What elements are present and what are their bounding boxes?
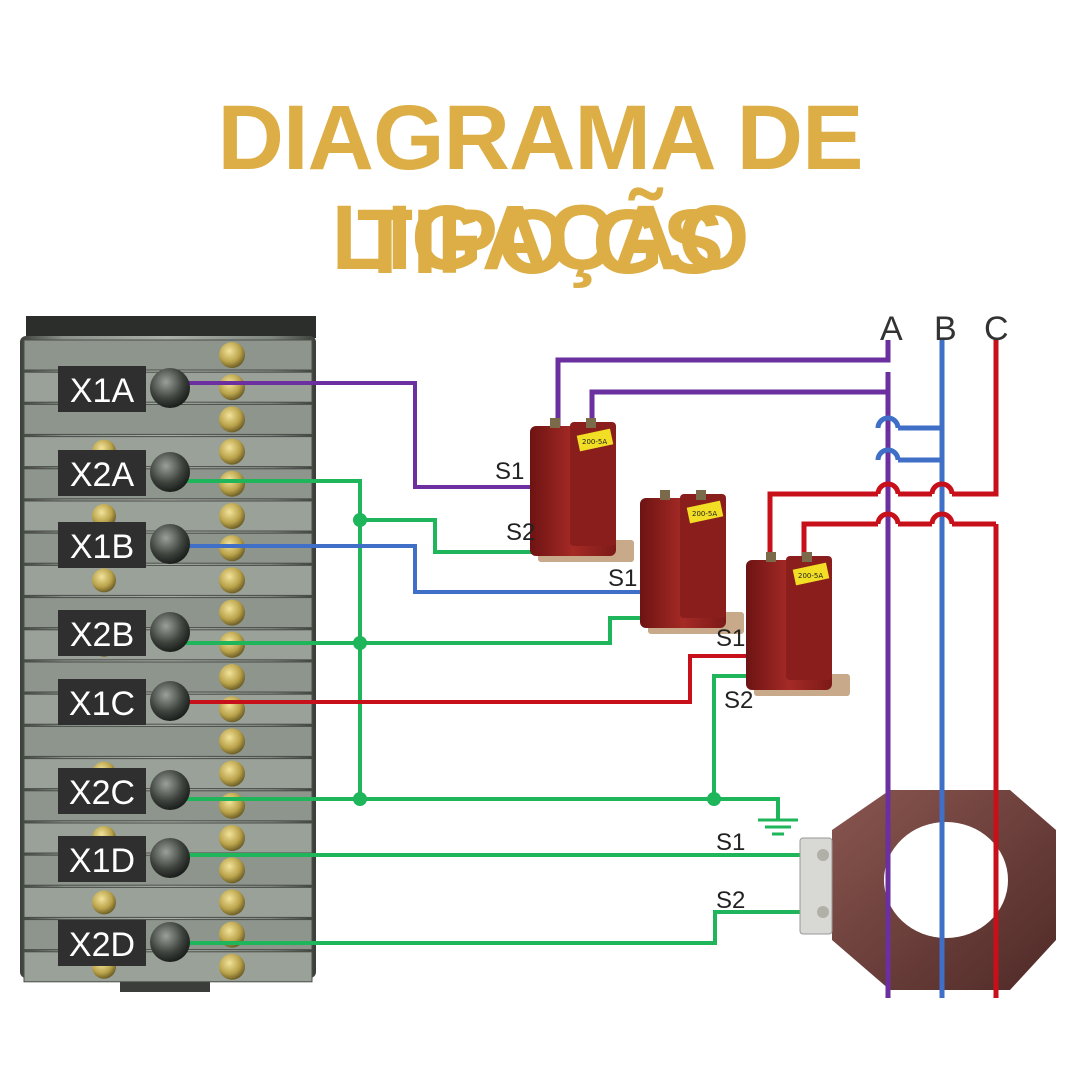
ct-terminal-labels: S1 S2 S1 S1 S2 S1 S2	[495, 458, 753, 914]
title-line-2: TIPO GS	[356, 191, 724, 293]
screw-icon	[219, 953, 245, 980]
ct-unit-c: 200-5A	[746, 552, 850, 696]
screw-icon	[92, 568, 116, 593]
screw-icon	[219, 438, 245, 465]
terminal-label-bg	[58, 366, 146, 412]
wire-x2a-common	[172, 479, 362, 799]
terminal-screw-icon	[150, 612, 190, 652]
terminal-screw-icon	[150, 368, 190, 408]
screw-icon	[219, 889, 245, 916]
terminal-label: X2B	[70, 616, 134, 654]
wire-x2b	[172, 616, 650, 645]
terminal-screw-icon	[150, 770, 190, 810]
screw-icon	[219, 599, 245, 626]
svg-text:200-5A: 200-5A	[582, 438, 607, 446]
screw-icon	[219, 792, 245, 819]
terminal-label: X1A	[70, 372, 135, 410]
s2-label-c: S2	[724, 687, 753, 714]
title-line-1: DIAGRAMA DE LIGAÇÃO	[217, 87, 864, 289]
terminal-label-bg	[58, 522, 146, 568]
screw-icon	[219, 470, 245, 497]
terminal-label-bg	[58, 768, 146, 814]
terminal-label: X1C	[69, 685, 135, 723]
block-row	[23, 725, 313, 757]
terminal-label-bg	[58, 836, 146, 882]
screw-icon	[219, 728, 245, 755]
screw-icon	[219, 503, 245, 529]
terminal-label: X1D	[69, 842, 135, 880]
terminal-label: X2D	[69, 926, 135, 964]
s1-label-c: S1	[716, 625, 745, 652]
s1-label-ring: S1	[716, 829, 745, 856]
terminal-label-bg	[58, 679, 146, 725]
ground-icon	[758, 818, 798, 836]
phase-label-b: B	[934, 310, 957, 348]
ct-unit-b: 200-5A	[640, 490, 744, 634]
screw-icon	[219, 535, 245, 562]
wire-x1c	[172, 654, 750, 704]
wire-x2d	[172, 910, 810, 945]
screw-icon	[219, 406, 245, 433]
junction-dots	[353, 513, 721, 806]
screw-icon	[219, 664, 245, 690]
terminal-label-bg	[58, 610, 146, 656]
phase-labels: A B C	[880, 310, 1009, 348]
screw-icon	[219, 760, 245, 787]
wire-s2-c	[712, 674, 755, 799]
terminal-label-bg	[58, 450, 146, 496]
terminal-label-bg	[58, 920, 146, 966]
block-top-cap	[26, 316, 316, 338]
screw-icon	[219, 567, 245, 594]
block-row	[23, 339, 313, 371]
block-row	[23, 564, 313, 596]
wire-x2c	[172, 797, 780, 820]
block-row	[23, 886, 313, 918]
svg-text:200-5A: 200-5A	[798, 572, 823, 580]
screw-icon	[219, 342, 245, 368]
terminal-screw-icon	[150, 452, 190, 492]
wire-x1b	[172, 544, 645, 594]
terminal-screw-icon	[150, 681, 190, 721]
screw-icon	[92, 890, 116, 915]
terminal-screw-icon	[150, 524, 190, 564]
terminal-labels: X1A X2A X1B X2B X1C X2C X1D X2D	[58, 366, 190, 966]
terminal-label: X2C	[69, 774, 135, 812]
s1-label-b: S1	[608, 565, 637, 592]
screw-icon	[219, 374, 245, 401]
ct-unit-a: 200-5A	[530, 418, 634, 562]
ring-ct	[799, 790, 1056, 990]
s2-label-a: S2	[506, 519, 535, 546]
svg-text:200-5A: 200-5A	[692, 510, 717, 518]
wire-x1a	[172, 381, 540, 489]
terminal-label: X2A	[70, 456, 135, 494]
wire-s2-a	[360, 518, 560, 554]
phase-label-a: A	[880, 310, 903, 348]
secondary-wiring	[172, 381, 810, 945]
screw-icon	[219, 857, 245, 884]
s1-label-a: S1	[495, 458, 524, 485]
terminal-screw-icon	[150, 838, 190, 878]
terminal-screw-icon	[150, 922, 190, 962]
terminal-label: X1B	[70, 528, 134, 566]
s2-label-ring: S2	[716, 887, 745, 914]
phase-label-c: C	[984, 310, 1009, 348]
screw-icon	[219, 825, 245, 851]
